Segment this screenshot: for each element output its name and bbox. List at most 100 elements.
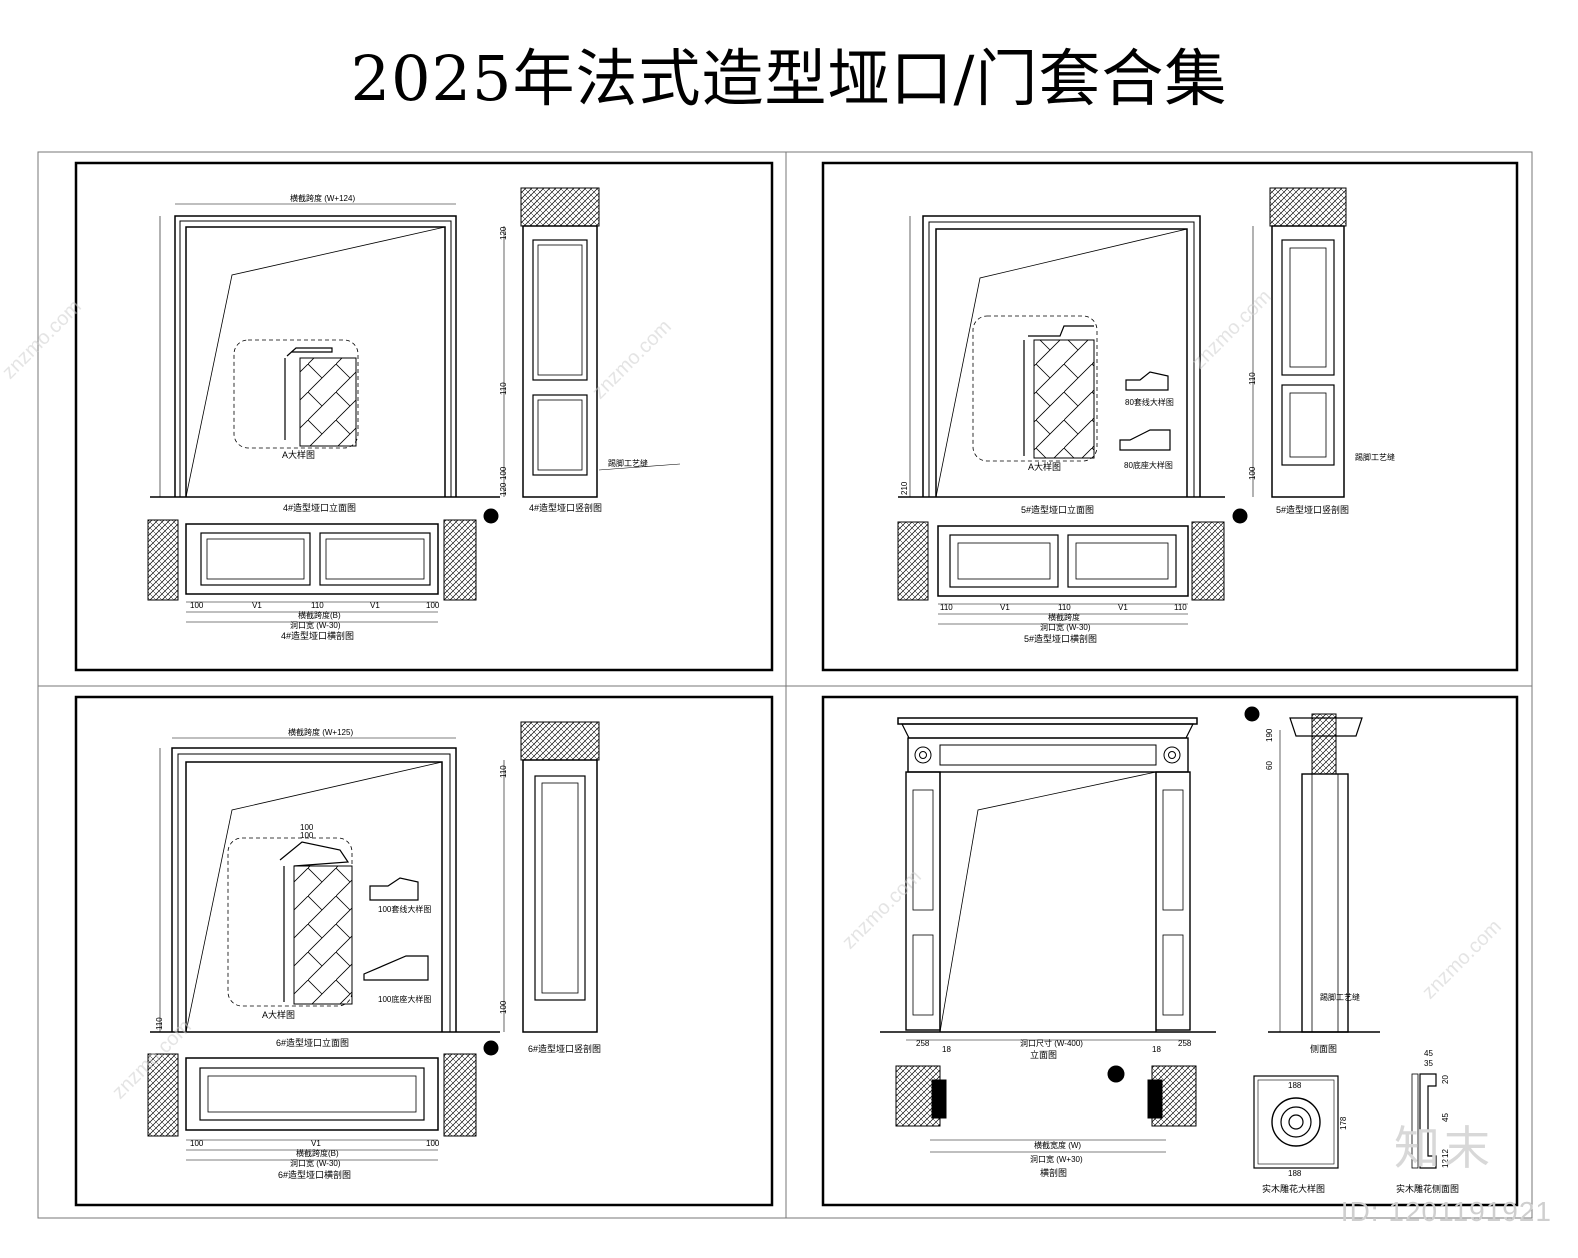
plan-opening: 洞口宽 (W-30): [290, 620, 341, 630]
plan-dim: 110: [1058, 603, 1071, 612]
side-dim: 100: [499, 1000, 508, 1014]
plan-dim: 100: [426, 601, 440, 610]
detail-b-label: 100套线大样图: [378, 904, 431, 914]
profile-dim: 12: [1441, 1159, 1450, 1168]
brand-logo: 知末: [1394, 1122, 1494, 1174]
plan-label: 横剖图: [1040, 1167, 1067, 1178]
elevation-label: 6#造型垭口立面图: [276, 1037, 349, 1048]
opening-dimension: 洞口尺寸 (W-400): [1020, 1038, 1083, 1048]
section-label: 5#造型垭口竖剖图: [1276, 504, 1349, 515]
side-dim: 110: [155, 1017, 164, 1030]
plan-label: 6#造型垭口横剖图: [278, 1169, 351, 1180]
detail-b-label: 80套线大样图: [1125, 397, 1174, 407]
plan-total: 横截跨度(B): [296, 1148, 339, 1158]
profile-dim: 20: [1441, 1075, 1450, 1084]
plan-dim: 110: [1174, 603, 1187, 612]
side-dim: 60: [1265, 761, 1274, 770]
plan-view: [897, 508, 1248, 625]
side-dim: 120: [499, 482, 508, 496]
elevation-view: [898, 215, 1225, 498]
elevation-view: [150, 737, 500, 1033]
plan-dim: 110: [940, 603, 953, 612]
plan-dim: V1: [1118, 603, 1128, 612]
rosette-dim: 178: [1339, 1116, 1348, 1130]
base-dim: 18: [1152, 1045, 1161, 1054]
drawing-id: ID: 1201191921: [1340, 1196, 1552, 1227]
plan-opening: 洞口宽 (W+30): [1030, 1154, 1083, 1164]
panel-3: 横截跨度 (W+125) 100 100 A大样图 100套线大样图 100底座…: [74, 695, 774, 1207]
base-dim: 18: [942, 1045, 951, 1054]
rosette-dim: 188: [1288, 1081, 1302, 1090]
rosette-dim: 188: [1288, 1169, 1302, 1178]
side-dim: 100: [1248, 466, 1257, 480]
elevation-label: 立面图: [1030, 1049, 1057, 1060]
panel-1: 横截跨度 (W+124) A大样图 4#造型垭口立面图 踢脚工艺缝 4#造型垭口…: [74, 161, 774, 672]
plan-opening: 洞口宽 (W-30): [1040, 622, 1091, 632]
side-dim: 190: [1265, 728, 1274, 742]
vertical-section-view: [503, 721, 600, 1033]
elevation-view: [150, 203, 500, 498]
side-dim: 110: [499, 382, 508, 395]
detail-dim: 100: [300, 823, 314, 832]
side-view: [1244, 706, 1380, 1033]
plan-label: 5#造型垭口横剖图: [1024, 633, 1097, 644]
plan-dim: V1: [1000, 603, 1010, 612]
top-dimension: 横截跨度 (W+125): [288, 727, 353, 737]
plan-view: [147, 1040, 499, 1161]
panel-2: A大样图 80套线大样图 80底座大样图 5#造型垭口立面图 踢脚工艺缝 5#造…: [821, 161, 1519, 672]
svg-text:znzmo.com: znzmo.com: [1418, 916, 1506, 1004]
plan-dim: V1: [311, 1139, 321, 1148]
side-dim: 110: [499, 765, 508, 778]
svg-text:znzmo.com: znzmo.com: [1188, 286, 1276, 374]
fireplace-elevation-view: [880, 717, 1216, 1041]
base-dim: 258: [916, 1039, 930, 1048]
detail-dim: 100: [300, 831, 314, 840]
profile-dim: 45: [1424, 1049, 1433, 1058]
profile-dim: 45: [1441, 1113, 1450, 1122]
detail-label: A大样图: [1028, 461, 1061, 472]
section-note: 踢脚工艺缝: [1320, 992, 1360, 1002]
plan-total: 横截宽度 (W): [1034, 1140, 1081, 1150]
rosette-detail: [1253, 1075, 1339, 1169]
profile-dim: 35: [1424, 1059, 1433, 1068]
svg-text:znzmo.com: znzmo.com: [588, 316, 676, 404]
detail-c-label: 80底座大样图: [1124, 460, 1173, 470]
rosette-profile-detail: [1411, 1073, 1437, 1169]
plan-dim: 100: [190, 601, 204, 610]
plan-dim: 100: [190, 1139, 204, 1148]
plan-total: 横截跨度(B): [298, 610, 341, 620]
plan-opening: 洞口宽 (W-30): [290, 1158, 341, 1168]
profile-dim: 12: [1441, 1149, 1450, 1158]
detail-label: A大样图: [282, 449, 315, 460]
sheet-grid: [37, 151, 1533, 1219]
plan-view: [895, 1065, 1197, 1153]
plan-dim: V1: [370, 601, 380, 610]
section-note: 踢脚工艺缝: [608, 458, 648, 468]
plan-total: 横截跨度: [1048, 612, 1080, 622]
section-label: 4#造型垭口竖剖图: [529, 502, 602, 513]
plan-label: 4#造型垭口横剖图: [281, 630, 354, 641]
side-dim: 120: [499, 226, 508, 240]
top-dimension: 横截跨度 (W+124): [290, 193, 355, 203]
plan-dim: V1: [252, 601, 262, 610]
section-label: 侧面图: [1310, 1043, 1337, 1054]
side-dim: 100: [499, 466, 508, 480]
plan-dim: 100: [426, 1139, 440, 1148]
elevation-label: 4#造型垭口立面图: [283, 502, 356, 513]
panel-4: 洞口尺寸 (W-400) 258 18 18 258 立面图 踢脚工艺缝 190…: [821, 695, 1519, 1207]
detail-c-label: 100底座大样图: [378, 994, 431, 1004]
side-dim: 210: [900, 481, 909, 495]
vertical-section-view: [503, 187, 681, 498]
base-dim: 258: [1178, 1039, 1192, 1048]
detail-b-label: 实木雕花大样图: [1262, 1183, 1325, 1194]
vertical-section-view: [1252, 187, 1347, 498]
page-title: 2025年法式造型垭口/门套合集: [350, 42, 1228, 115]
elevation-label: 5#造型垭口立面图: [1021, 504, 1094, 515]
plan-view: [147, 508, 499, 623]
detail-c-label: 实木雕花侧面图: [1396, 1183, 1459, 1194]
section-label: 6#造型垭口竖剖图: [528, 1043, 601, 1054]
plan-dim: 110: [311, 601, 324, 610]
svg-text:znzmo.com: znzmo.com: [0, 296, 86, 384]
detail-label: A大样图: [262, 1009, 295, 1020]
